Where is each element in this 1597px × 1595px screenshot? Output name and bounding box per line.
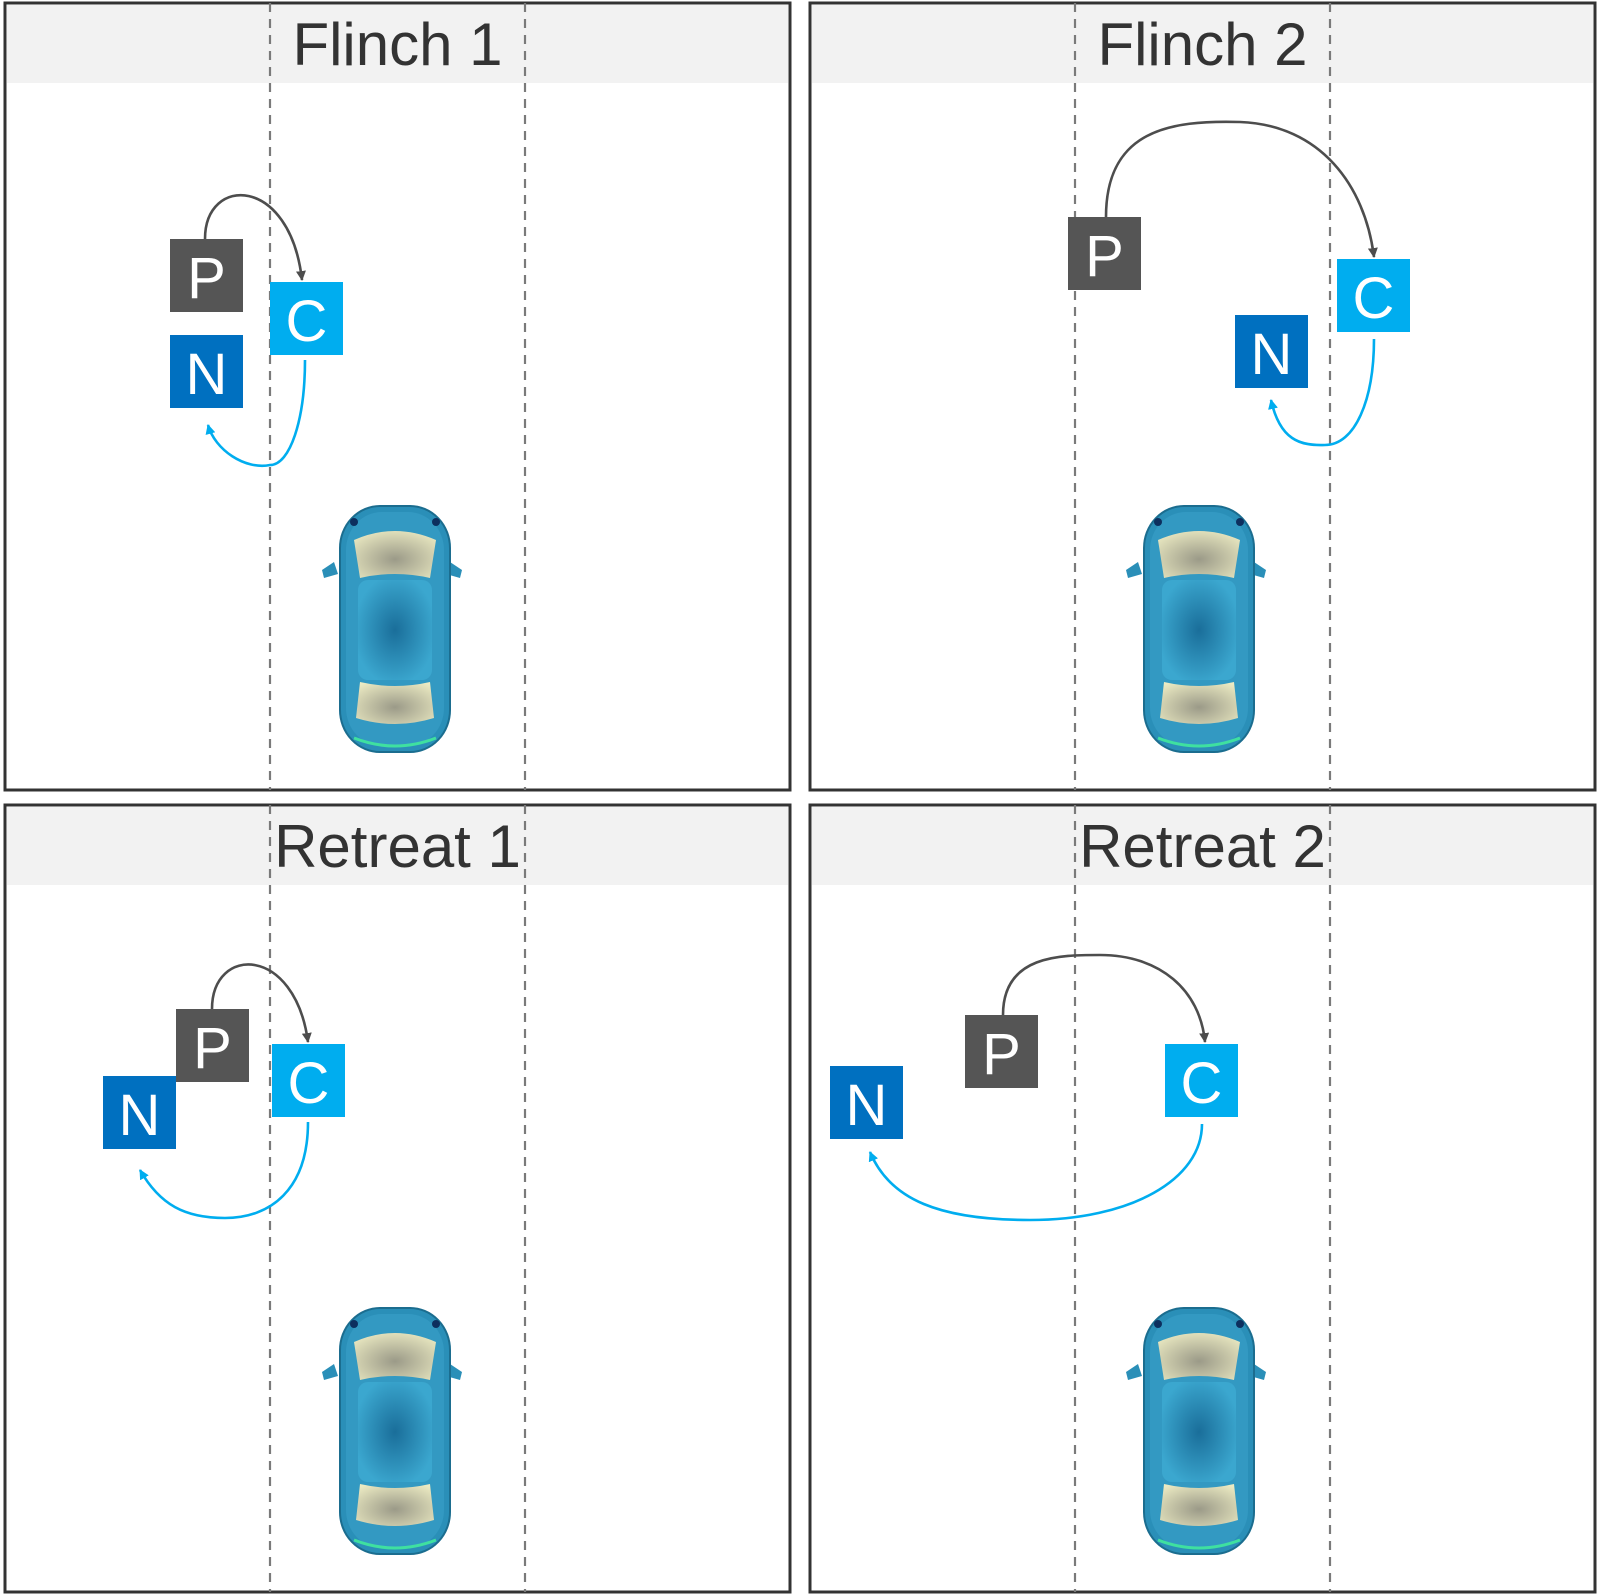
box-p: P	[170, 239, 243, 312]
box-n: N	[103, 1076, 176, 1149]
arrow-p-to-c	[1104, 120, 1378, 258]
car-top-view-icon	[1124, 504, 1268, 754]
panel-flinch-1: Flinch 1 PCN	[3, 1, 792, 792]
box-c-fill	[272, 1044, 345, 1117]
box-p: P	[965, 1015, 1038, 1088]
arrow-c-to-n	[138, 1121, 310, 1220]
box-p-fill	[176, 1009, 249, 1082]
box-label: P	[187, 246, 226, 311]
box-label: P	[1085, 224, 1124, 289]
box-n-fill	[1235, 315, 1308, 388]
box-p-fill	[170, 239, 243, 312]
box-label: P	[193, 1016, 232, 1081]
box-label: C	[288, 1051, 330, 1116]
box-label: N	[1251, 322, 1293, 387]
panel-title: Retreat 2	[1079, 813, 1326, 880]
box-n: N	[1235, 315, 1308, 388]
arrow-c-to-n	[1268, 338, 1376, 447]
panel-title: Flinch 1	[292, 11, 502, 78]
arrow-p-to-c	[1001, 953, 1210, 1043]
car-top-view-icon	[320, 504, 464, 754]
box-p: P	[176, 1009, 249, 1082]
panel-title: Retreat 1	[274, 813, 521, 880]
box-label: N	[119, 1083, 161, 1148]
panel-title-bar	[7, 807, 788, 885]
panel-retreat-1: Retreat 1 PC N	[3, 803, 792, 1594]
box-n-fill	[830, 1066, 903, 1139]
panel-title-bar	[812, 807, 1593, 885]
arrow-p-to-c	[210, 963, 312, 1043]
box-label: C	[1353, 266, 1395, 331]
car-top-view-icon	[1124, 1306, 1268, 1556]
box-label: C	[286, 289, 328, 354]
box-c: C	[272, 1044, 345, 1117]
box-p: P	[1068, 217, 1141, 290]
box-p-fill	[1068, 217, 1141, 290]
panel-title-bar	[7, 5, 788, 83]
box-c: C	[270, 282, 343, 355]
box-n-fill	[170, 335, 243, 408]
box-c-fill	[1337, 259, 1410, 332]
arrow-p-to-c	[203, 193, 306, 281]
box-p-fill	[965, 1015, 1038, 1088]
box-n: N	[170, 335, 243, 408]
box-n-fill	[103, 1076, 176, 1149]
box-label: N	[846, 1073, 888, 1138]
box-n: N	[830, 1066, 903, 1139]
panel-retreat-2: Retreat 2 P C N	[808, 803, 1597, 1594]
box-label: C	[1181, 1051, 1223, 1116]
arrow-c-to-n	[205, 359, 307, 468]
panel-flinch-2: Flinch 2 P CN	[808, 1, 1597, 792]
box-c: C	[1165, 1044, 1238, 1117]
box-c-fill	[1165, 1044, 1238, 1117]
panel-title: Flinch 2	[1097, 11, 1307, 78]
panel-title-bar	[812, 5, 1593, 83]
box-label: N	[186, 342, 228, 407]
box-c-fill	[270, 282, 343, 355]
box-c: C	[1337, 259, 1410, 332]
box-label: P	[982, 1022, 1021, 1087]
car-top-view-icon	[320, 1306, 464, 1556]
arrow-c-to-n	[868, 1123, 1204, 1222]
